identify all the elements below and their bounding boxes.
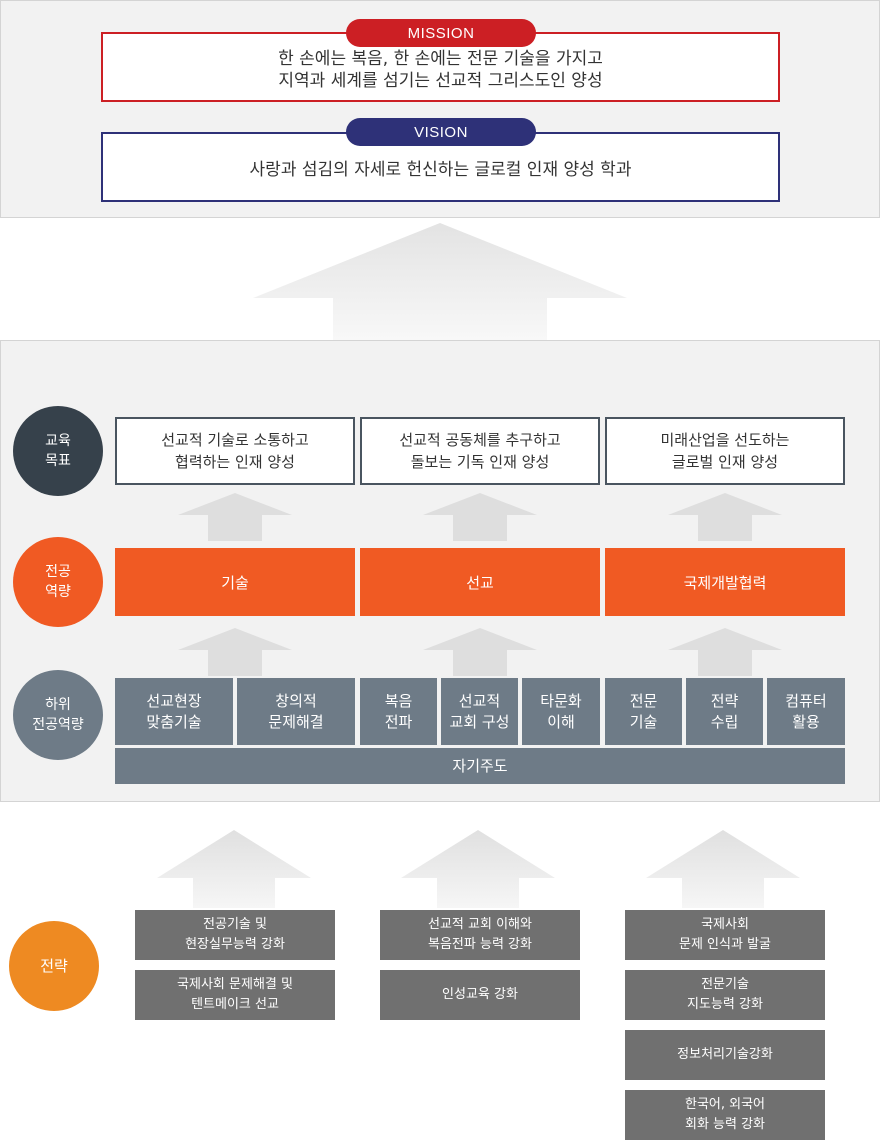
up-arrow	[668, 628, 782, 676]
up-arrow	[423, 493, 537, 541]
goal-box: 미래산업을 선도하는 글로벌 인재 양성	[605, 417, 845, 485]
strategy-row-label: 전략	[9, 921, 99, 1011]
sub-competency-box: 타문화 이해	[522, 678, 600, 745]
competency-row-label: 전공 역량	[13, 537, 103, 627]
up-arrow	[178, 628, 292, 676]
competency-box: 국제개발협력	[605, 548, 845, 616]
strategy-box: 국제사회 문제 인식과 발굴	[625, 910, 825, 960]
strategy-box: 국제사회 문제해결 및 텐트메이크 선교	[135, 970, 335, 1020]
common-sub-competency-box: 자기주도	[115, 748, 845, 784]
competency-box: 기술	[115, 548, 355, 616]
competency-box: 선교	[360, 548, 600, 616]
vision-label: VISION	[346, 118, 536, 146]
up-arrow	[401, 830, 555, 908]
goal-box: 선교적 기술로 소통하고 협력하는 인재 양성	[115, 417, 355, 485]
sub-competency-box: 전략 수립	[686, 678, 763, 745]
strategy-box: 인성교육 강화	[380, 970, 580, 1020]
goals-row-label: 교육 목표	[13, 406, 103, 496]
sub-competency-box: 선교적 교회 구성	[441, 678, 518, 745]
strategy-box: 전공기술 및 현장실무능력 강화	[135, 910, 335, 960]
big-up-arrow	[253, 223, 627, 340]
up-arrow	[178, 493, 292, 541]
sub-competency-box: 전문 기술	[605, 678, 682, 745]
mission-label: MISSION	[346, 19, 536, 47]
sub-competency-row-label: 하위 전공역량	[13, 670, 103, 760]
sub-competency-box: 컴퓨터 활용	[767, 678, 845, 745]
up-arrow	[646, 830, 800, 908]
strategy-box: 전문기술 지도능력 강화	[625, 970, 825, 1020]
sub-competency-box: 창의적 문제해결	[237, 678, 355, 745]
goal-box: 선교적 공동체를 추구하고 돌보는 기독 인재 양성	[360, 417, 600, 485]
sub-competency-box: 복음 전파	[360, 678, 437, 745]
up-arrow	[157, 830, 311, 908]
up-arrow	[423, 628, 537, 676]
strategy-box: 한국어, 외국어 회화 능력 강화	[625, 1090, 825, 1140]
sub-competency-box: 선교현장 맞춤기술	[115, 678, 233, 745]
up-arrow	[668, 493, 782, 541]
strategy-box: 선교적 교회 이해와 복음전파 능력 강화	[380, 910, 580, 960]
strategy-box: 정보처리기술강화	[625, 1030, 825, 1080]
